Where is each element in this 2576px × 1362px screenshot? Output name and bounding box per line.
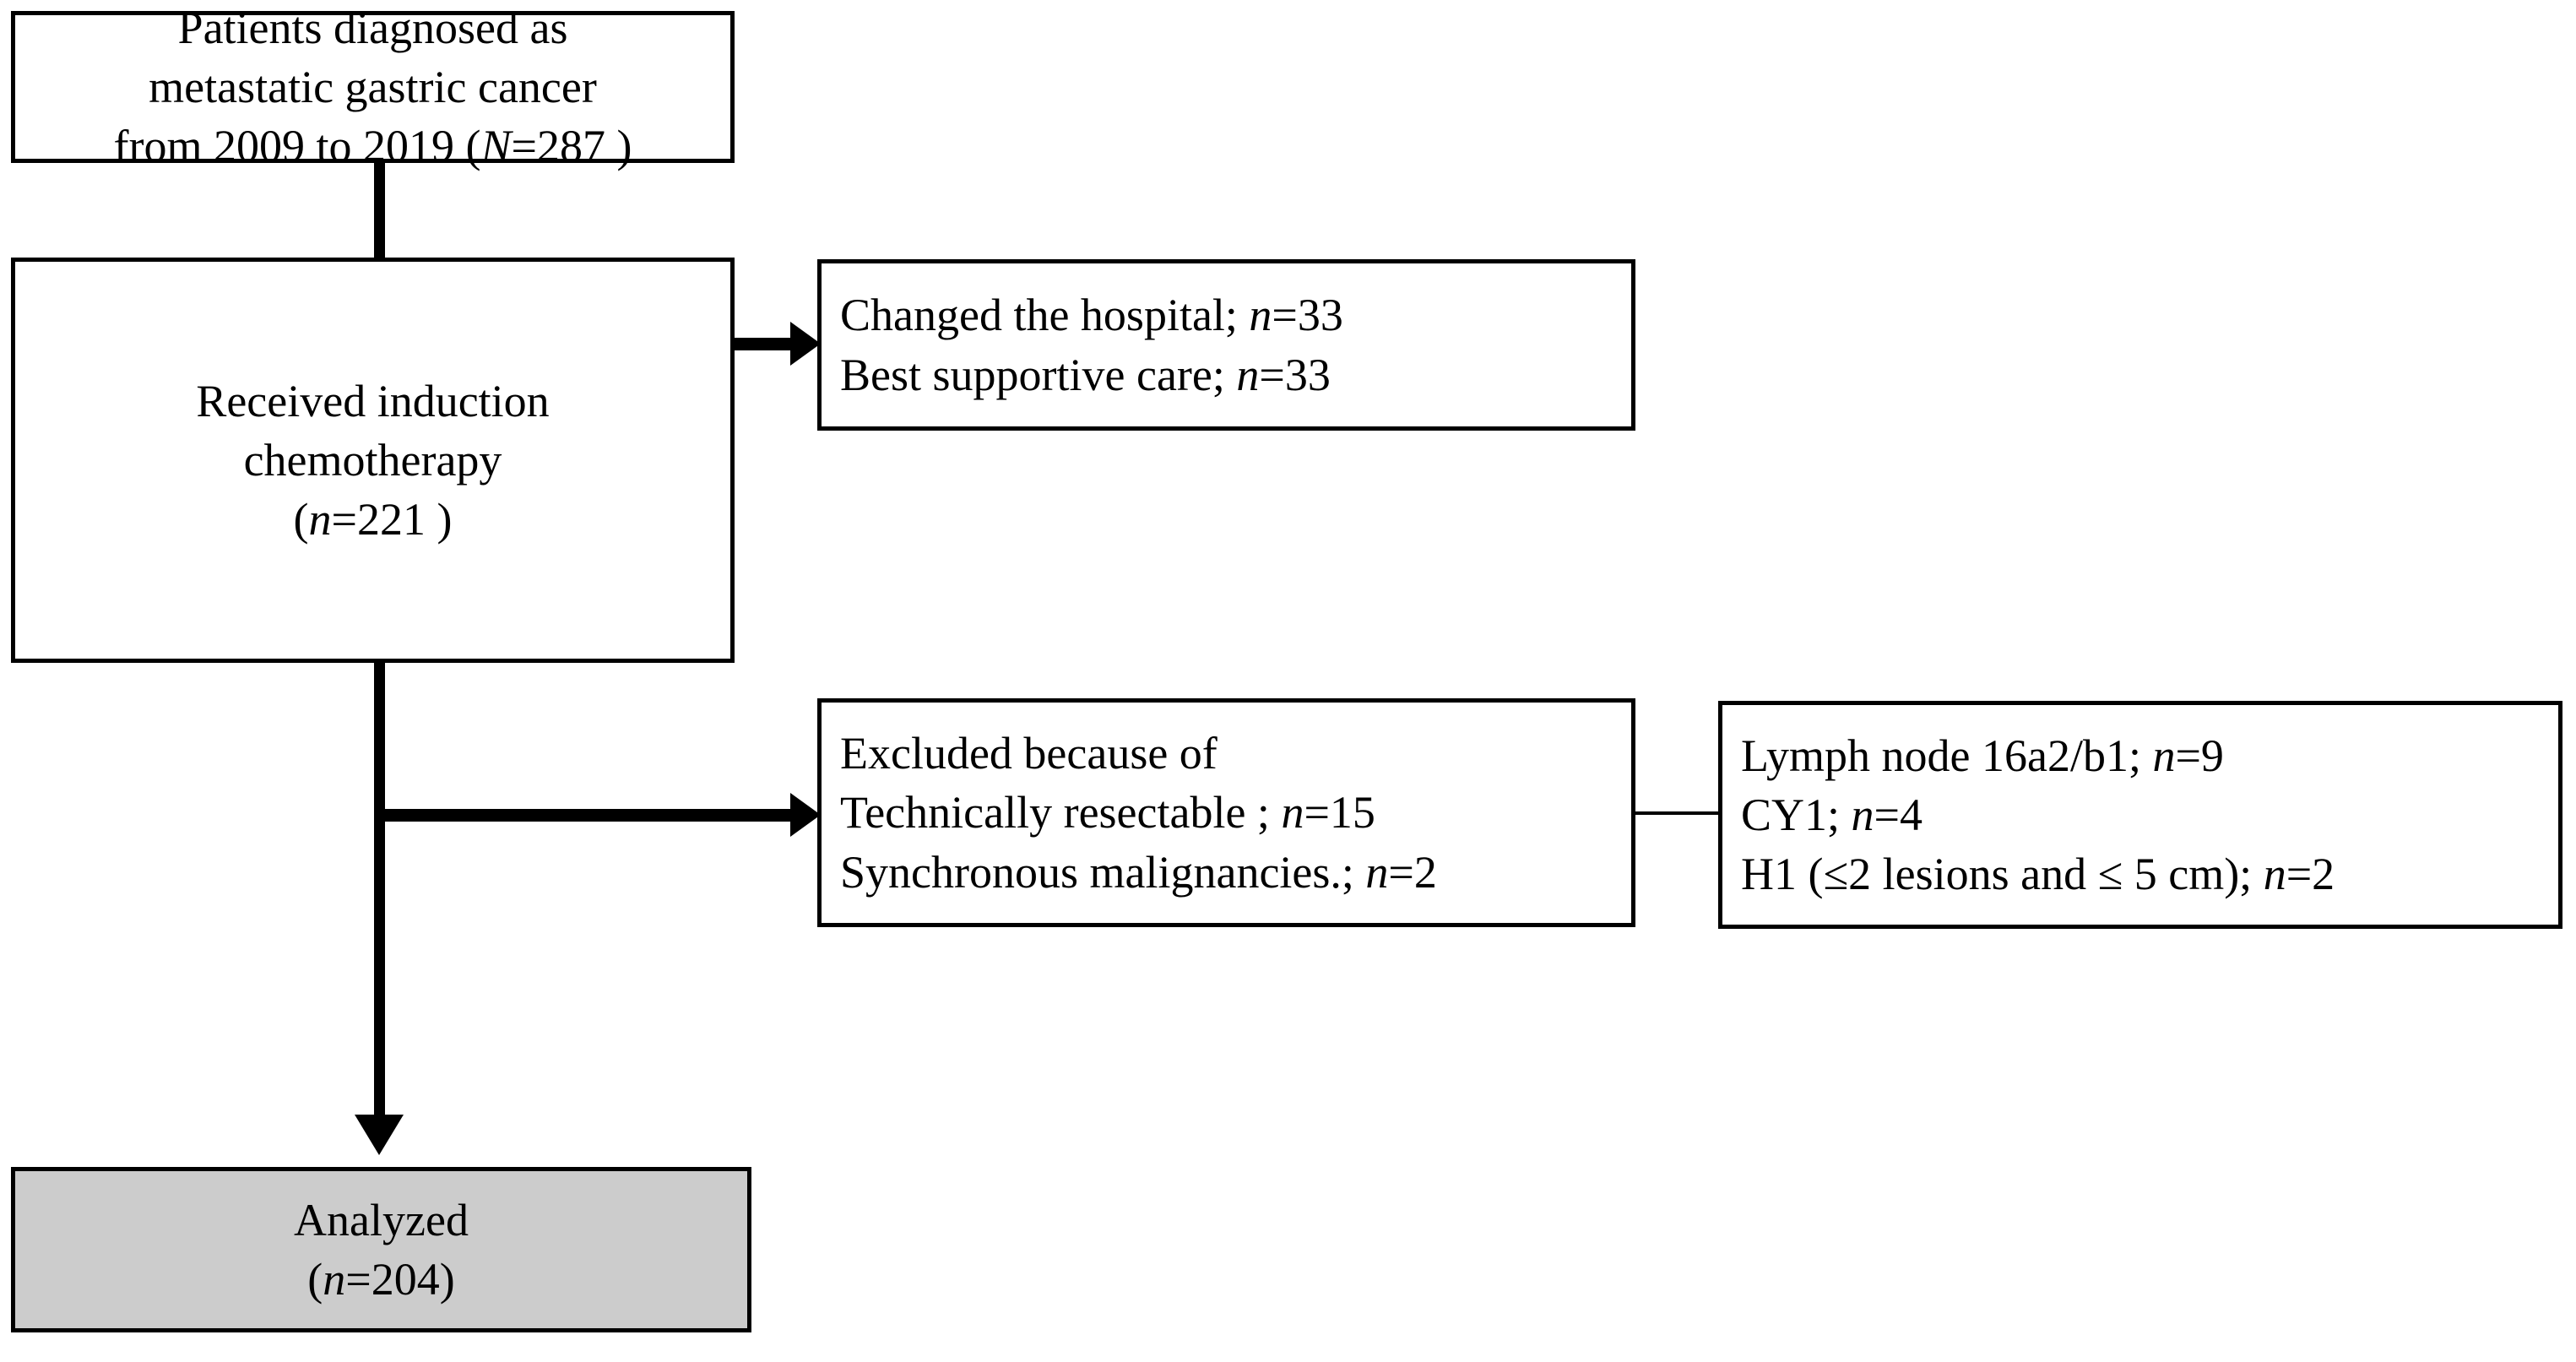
arrowhead-right-icon xyxy=(790,793,821,837)
node-excluded-1-line-2: Best supportive care; n=33 xyxy=(840,349,1331,400)
node-resectable-detail: Lymph node 16a2/b1; n=9 CY1; n=4 H1 (≤2 … xyxy=(1718,701,2562,929)
node-induction-line-1: Received induction xyxy=(196,375,550,426)
node-enrolled-line-2: metastatic gastric cancer xyxy=(149,61,597,112)
node-induction: Received induction chemotherapy (n=221 ) xyxy=(11,258,735,663)
node-analyzed-line-1: Analyzed xyxy=(294,1194,469,1245)
node-induction-line-2: chemotherapy xyxy=(243,434,502,486)
node-detail-line-3: H1 (≤2 lesions and ≤ 5 cm); n=2 xyxy=(1741,849,2335,900)
node-excluded-2-line-2: Technically resectable ; n=15 xyxy=(840,787,1375,838)
node-excluded-2-line-1: Excluded because of xyxy=(840,728,1217,779)
node-detail-line-2: CY1; n=4 xyxy=(1741,789,1923,840)
connector-branch-excluded-2 xyxy=(374,809,802,822)
arrowhead-down-icon xyxy=(355,1115,404,1155)
connector-trunk-top xyxy=(374,163,385,258)
node-analyzed: Analyzed (n=204) xyxy=(11,1167,751,1332)
node-excluded-1-line-1: Changed the hospital; n=33 xyxy=(840,290,1343,341)
node-enrolled: Patients diagnosed as metastatic gastric… xyxy=(11,3,735,171)
node-excluded-2-line-3: Synchronous malignancies.; n=2 xyxy=(840,846,1437,898)
node-induction-line-3: (n=221 ) xyxy=(293,494,453,545)
node-excluded-pre-induction: Changed the hospital; n=33 Best supporti… xyxy=(817,259,1635,431)
node-analyzed-line-2: (n=204) xyxy=(307,1254,455,1305)
connector-trunk-bottom xyxy=(374,663,385,1126)
node-detail-line-1: Lymph node 16a2/b1; n=9 xyxy=(1741,730,2224,781)
node-enrolled-line-1: Patients diagnosed as xyxy=(177,2,568,53)
arrowhead-right-icon xyxy=(790,322,821,366)
node-enrolled-line-3: from 2009 to 2019 (N=287 ) xyxy=(113,121,632,172)
node-excluded-reasons: Excluded because of Technically resectab… xyxy=(817,698,1635,927)
